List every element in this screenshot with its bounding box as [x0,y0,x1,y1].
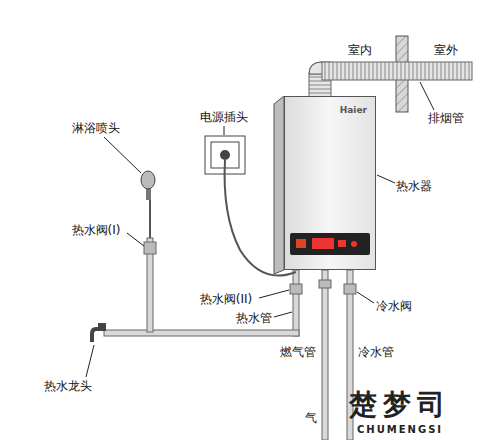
gas-fitting [319,280,331,288]
gas-pipe [322,270,328,440]
valve-ii [290,284,302,294]
part-label: 淋浴喷头 [72,121,120,135]
part-label: 热水阀(I) [72,223,121,237]
part-label: 气 [305,411,317,425]
display-digits [312,238,334,249]
part-label: 室外 [434,43,458,57]
hot-water-pipe [293,270,299,336]
part-label: 热水阀(II) [200,292,252,306]
part-label: 热水龙头 [44,379,92,393]
plug-body [220,150,230,160]
part-label: 室内 [348,43,372,57]
watermark: CHUMENGSI [357,424,443,436]
watermark: 楚梦司 [349,388,451,422]
part-label: 冷水管 [358,345,394,359]
leader-lines [86,82,434,377]
display-icon [338,240,346,247]
part-label: 电源插头 [200,110,248,124]
water-heater: Haier [284,96,376,270]
heater-body [284,96,376,270]
hot-water-pipe [104,330,299,336]
part-label: 排烟管 [428,111,464,125]
part-label: 热水器 [396,179,432,193]
flue-pipe [322,62,472,80]
faucet-handle [98,323,106,328]
display-icon [351,241,357,247]
part-label: 冷水阀 [376,299,412,313]
shower-head [141,171,155,189]
heater-display [290,233,370,255]
cold-valve [344,284,356,294]
valve-i [144,242,156,254]
display-icon [296,239,306,248]
brand-name: Haier [285,97,375,115]
heater-side [274,96,284,274]
faucet [92,329,106,342]
power-cord [225,160,296,276]
part-label: 热水管 [236,311,272,325]
part-label: 燃气管 [280,345,316,359]
